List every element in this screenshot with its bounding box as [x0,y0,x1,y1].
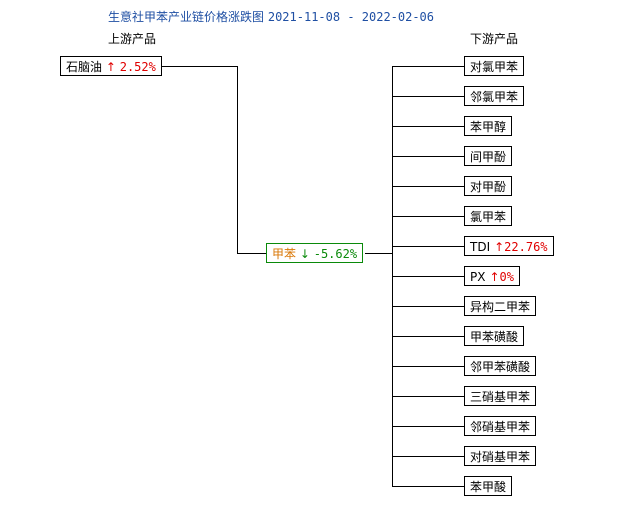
downstream-node[interactable]: 对氯甲苯 [464,56,525,76]
downstream-name: 甲苯磺酸 [470,330,519,344]
date-range: 2021-11-08 - 2022-02-06 [267,10,435,24]
upstream-change: 2.52% [119,60,156,74]
downstream-name: 对硝基甲苯 [470,450,531,464]
downstream-node[interactable]: 氯甲苯 [464,206,513,226]
downstream-name: 邻氯甲苯 [470,90,519,104]
downstream-node[interactable]: 甲苯磺酸 [464,326,525,346]
downstream-branch [392,396,464,397]
center-name: 甲苯 [272,247,297,261]
downstream-name: TDI [470,240,491,254]
downstream-node[interactable]: 邻氯甲苯 [464,86,525,106]
downstream-branch [392,426,464,427]
down-arrow-icon: ↓ [299,247,310,261]
downstream-node[interactable]: 对甲酚 [464,176,513,196]
downstream-name: PX [470,270,486,284]
downstream-branch [392,246,464,247]
diagram-title: 生意社甲苯产业链价格涨跌图 2021-11-08 - 2022-02-06 [108,8,434,25]
downstream-branch [392,456,464,457]
up-arrow-icon: ↑ [105,60,116,74]
downstream-branch [392,126,464,127]
downstream-branch [392,156,464,157]
downstream-node[interactable]: 对硝基甲苯 [464,446,537,466]
downstream-branch [392,276,464,277]
up-arrow-icon: ↑ [489,270,500,284]
downstream-header: 下游产品 [470,32,519,46]
downstream-name: 异构二甲苯 [470,300,531,314]
downstream-branch [392,66,464,67]
upstream-node[interactable]: 石脑油 ↑ 2.52% [60,56,162,76]
downstream-change: 22.76% [504,240,548,254]
downstream-branch [392,486,464,487]
downstream-node[interactable]: 三硝基甲苯 [464,386,537,406]
downstream-branch [392,186,464,187]
connector-to-center [237,253,266,254]
downstream-name: 氯甲苯 [470,210,507,224]
downstream-branch [392,216,464,217]
upstream-name: 石脑油 [66,60,103,74]
downstream-name: 对氯甲苯 [470,60,519,74]
upstream-header: 上游产品 [108,32,157,46]
downstream-node[interactable]: PX↑0% [464,266,520,286]
title-text: 生意社甲苯产业链价格涨跌图 [108,10,265,24]
downstream-change: 0% [499,270,514,284]
downstream-name: 邻硝基甲苯 [470,420,531,434]
downstream-node[interactable]: 邻硝基甲苯 [464,416,537,436]
downstream-name: 间甲酚 [470,150,507,164]
center-node[interactable]: 甲苯 ↓ -5.62% [266,243,364,263]
downstream-node[interactable]: 苯甲醇 [464,116,513,136]
connector-center-out [365,253,393,254]
downstream-name: 对甲酚 [470,180,507,194]
up-arrow-icon: ↑ [494,240,505,254]
downstream-node[interactable]: 间甲酚 [464,146,513,166]
connector-upstream-v [237,66,238,254]
downstream-name: 苯甲醇 [470,120,507,134]
downstream-branch [392,336,464,337]
center-change: -5.62% [313,247,358,261]
downstream-name: 三硝基甲苯 [470,390,531,404]
downstream-branch [392,306,464,307]
connector-upstream-h [162,66,238,67]
downstream-node[interactable]: 异构二甲苯 [464,296,537,316]
downstream-name: 苯甲酸 [470,480,507,494]
downstream-node[interactable]: 邻甲苯磺酸 [464,356,537,376]
downstream-name: 邻甲苯磺酸 [470,360,531,374]
downstream-branch [392,366,464,367]
downstream-branch [392,96,464,97]
downstream-node[interactable]: TDI↑22.76% [464,236,554,256]
downstream-node[interactable]: 苯甲酸 [464,476,513,496]
